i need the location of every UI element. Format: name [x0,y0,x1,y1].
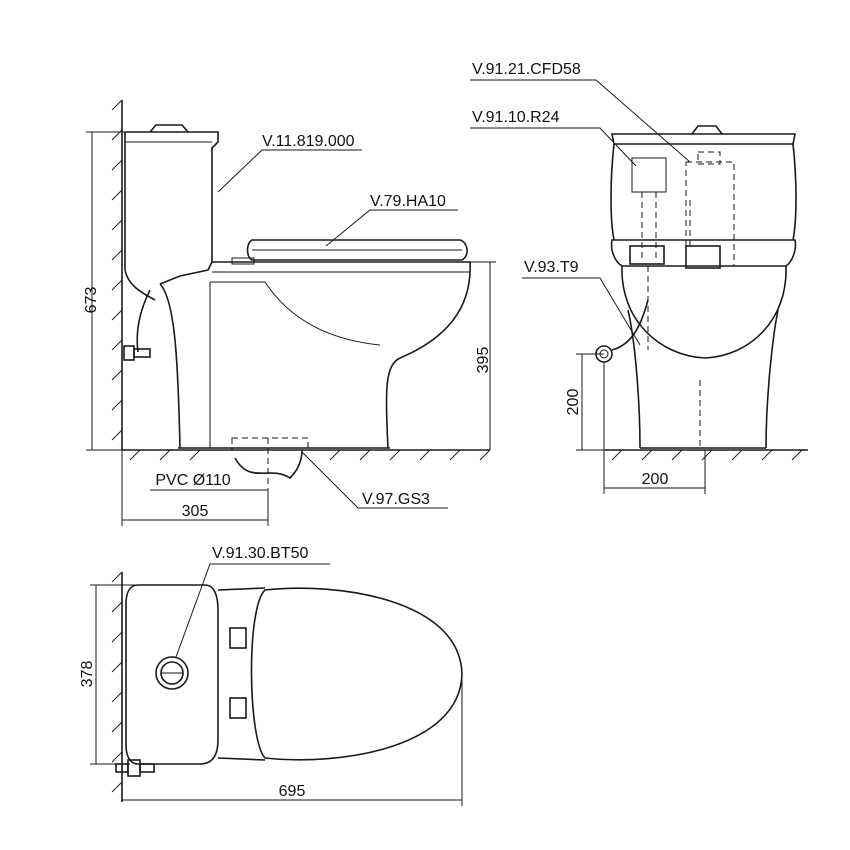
dim-305: 305 [182,503,209,520]
front-floor-hatch [611,449,803,461]
leader-angle-valve [522,277,641,346]
label-flange: V.97.GS3 [362,491,430,508]
front-bowl [621,265,787,359]
label-tank: V.11.819.000 [262,133,355,150]
leader-seat [325,209,458,247]
top-hinge-right [229,697,247,719]
dim-695: 695 [279,783,306,800]
top-flush-button [155,656,189,690]
side-floor-hatch [129,449,491,461]
top-hinge-left [229,627,247,649]
top-bowl [217,587,266,761]
side-wall-hatch [111,99,123,441]
side-flange [231,437,309,451]
side-tank [124,131,219,301]
front-flush-valve [685,161,735,267]
front-view: 200 200 V.91.21.CFD58 V.91.10.R24 V.93.T… [470,61,808,494]
dim-200-horizontal: 200 [642,471,669,488]
side-angle-valve [123,345,135,361]
top-seat [250,587,463,761]
top-tank [125,584,219,765]
front-tank [610,143,797,241]
label-button: V.91.30.BT50 [212,545,308,562]
front-pedestal [627,309,779,449]
label-seat: V.79.HA10 [370,193,446,210]
top-view: 378 695 V.91.30.BT50 [79,545,463,806]
label-fill-valve: V.91.10.R24 [472,109,560,126]
side-seat [246,239,468,261]
label-flush-valve: V.91.21.CFD58 [472,61,581,78]
dim-200-vertical: 200 [565,389,582,416]
dim-395: 395 [475,347,492,374]
side-button-cap [149,124,189,133]
side-supply-hose [136,289,151,353]
top-wall-hatch [111,571,123,793]
dim-378: 378 [79,661,96,688]
leader-flange [301,451,448,509]
front-fill-valve [631,157,667,193]
side-view: 673 395 305 PVC Ø110 V.11.819.000 V.79.H… [83,99,496,526]
leader-fill-valve [470,127,637,167]
leader-tank [217,149,362,193]
front-seat [610,239,797,267]
label-angle-valve: V.93.T9 [524,259,579,276]
side-bowl [159,261,471,449]
leader-button [175,563,330,658]
front-tank-lid [611,133,796,145]
label-pvc: PVC Ø110 [155,472,230,489]
dim-673: 673 [83,287,100,314]
side-pipe-break [234,449,303,480]
leader-flush-valve [470,79,691,163]
